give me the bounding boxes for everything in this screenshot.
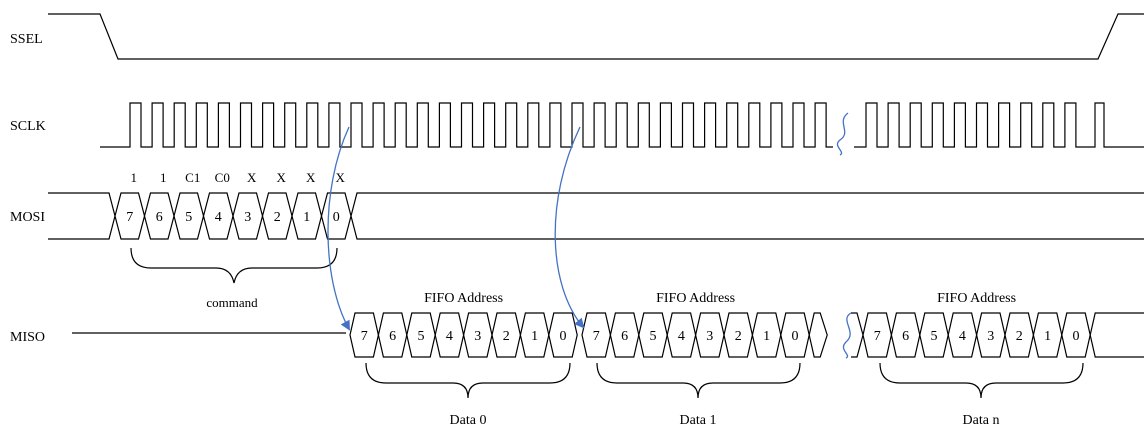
- data0-to-data1-arrow: [554, 126, 585, 329]
- command-bit-label: 1: [131, 170, 138, 185]
- miso-bus-segment: [851, 312, 864, 358]
- miso-data0-bit-label: 4: [446, 329, 453, 344]
- miso-data2-bit-label: 0: [1073, 329, 1080, 344]
- mosi-label: MOSI: [10, 210, 45, 225]
- miso-data0-bit-label: 7: [361, 329, 368, 344]
- command-bit-label: C0: [215, 170, 230, 185]
- miso-label: MISO: [10, 330, 45, 345]
- mosi-bit-label: 1: [303, 210, 310, 225]
- mosi-bit-label: 2: [274, 210, 281, 225]
- mosi-bit-label: 7: [126, 210, 133, 225]
- fifo-address-header: FIFO Address: [937, 291, 1016, 306]
- fifo-address-header: FIFO Address: [656, 291, 735, 306]
- command-bit-label: X: [277, 170, 287, 185]
- mosi-bit-label: 5: [185, 210, 192, 225]
- miso-data0-bit-label: 6: [389, 329, 396, 344]
- miso-data0-bit-label: 2: [503, 329, 510, 344]
- miso-data2-bit-label: 6: [902, 329, 909, 344]
- ssel-label: SSEL: [10, 32, 43, 47]
- miso-data0-bit-label: 0: [560, 329, 567, 344]
- data-caption: Data 1: [680, 413, 717, 428]
- sclk-break-mark: [836, 112, 849, 156]
- mosi-idle-bus: [48, 192, 116, 240]
- command-brace: [130, 247, 338, 284]
- data-brace: [596, 362, 801, 399]
- miso-data1-bit-label: 4: [678, 329, 685, 344]
- miso-data0-cell: [548, 312, 578, 358]
- data-caption: Data n: [963, 413, 1000, 428]
- data-brace: [879, 362, 1084, 399]
- miso-data0-bit-label: 5: [418, 329, 425, 344]
- miso-data0-bit-label: 1: [531, 329, 538, 344]
- miso-data1-bit-label: 5: [650, 329, 657, 344]
- mosi-trailing-bus: [350, 192, 1144, 240]
- mosi-command-bits: 1 1 C1 C0 X X X X: [131, 170, 346, 185]
- command-label: command: [206, 295, 258, 310]
- mosi-bit-label: 6: [156, 210, 163, 225]
- command-bit-label: C1: [185, 170, 200, 185]
- miso-bus-segment: [808, 312, 828, 358]
- ssel-waveform: [48, 13, 1144, 60]
- fifo-address-header: FIFO Address: [424, 291, 503, 306]
- miso-data2-bit-label: 3: [987, 329, 994, 344]
- miso-data1-bit-label: 7: [593, 329, 600, 344]
- command-bit-label: X: [306, 170, 316, 185]
- miso-bus-segment: [1089, 312, 1144, 358]
- miso-data0-bit-label: 3: [474, 329, 481, 344]
- command-bit-label: X: [336, 170, 346, 185]
- command-bit-label: X: [247, 170, 257, 185]
- sclk-label: SCLK: [10, 119, 46, 134]
- miso-data1-bit-label: 1: [763, 329, 770, 344]
- command-bit-label: 1: [160, 170, 167, 185]
- data-brace: [365, 362, 571, 399]
- miso-data1-bit-label: 0: [792, 329, 799, 344]
- miso-data1-bit-label: 6: [621, 329, 628, 344]
- sclk-waveform: [100, 102, 1144, 148]
- mosi-bus: 7 6 5 4 3 2 1 0: [48, 192, 1144, 240]
- miso-data2-bit-label: 5: [931, 329, 938, 344]
- miso-data2-bit-label: 4: [959, 329, 966, 344]
- miso-data2-bit-label: 1: [1044, 329, 1051, 344]
- miso-data2-bit-label: 7: [874, 329, 881, 344]
- mosi-to-miso-arrow: [327, 126, 350, 331]
- mosi-bit-label: 3: [244, 210, 251, 225]
- data-caption: Data 0: [450, 413, 487, 428]
- miso-data1-bit-label: 3: [706, 329, 713, 344]
- miso-data1-bit-label: 2: [735, 329, 742, 344]
- miso-break-mark: [842, 312, 852, 359]
- mosi-bit-label: 0: [333, 210, 340, 225]
- mosi-bit-label: 4: [215, 210, 222, 225]
- miso-data2-bit-label: 2: [1016, 329, 1023, 344]
